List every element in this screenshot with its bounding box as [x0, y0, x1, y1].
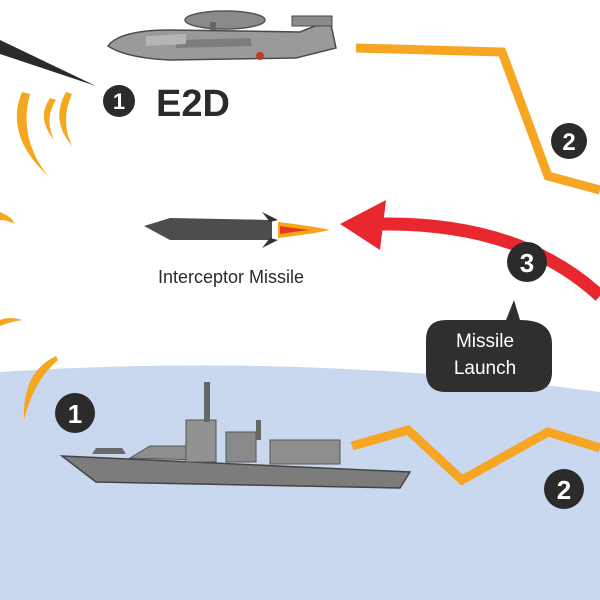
missile-icon [144, 212, 330, 248]
datalink-air [355, 43, 600, 195]
interceptor-path-arrowhead [340, 200, 386, 250]
radar-beam [0, 40, 96, 86]
marker-ship-link-number: 2 [557, 475, 571, 505]
interceptor-path [379, 217, 600, 301]
marker-launch: 3 [507, 242, 547, 282]
launch-callout-box [426, 300, 552, 392]
marker-launch-number: 3 [520, 248, 534, 278]
e2d-label: E2D [156, 83, 230, 125]
radar-waves [0, 92, 72, 420]
marker-e2d: 1 [103, 85, 135, 117]
e2d-aircraft-icon [106, 10, 337, 61]
marker-ship: 1 [55, 393, 95, 433]
destroyer-icon [59, 382, 412, 489]
launch-label-line2: Launch [454, 358, 516, 379]
marker-ship-number: 1 [68, 399, 82, 429]
datalink-sea [350, 424, 600, 486]
launch-label-line1: Missile [456, 331, 514, 352]
marker-e2d-number: 1 [113, 89, 125, 114]
marker-aircraft-link-number: 2 [562, 129, 575, 156]
marker-ship-link: 2 [544, 469, 584, 509]
interceptor-label: Interceptor Missile [158, 267, 304, 287]
marker-aircraft-link: 2 [551, 123, 587, 159]
